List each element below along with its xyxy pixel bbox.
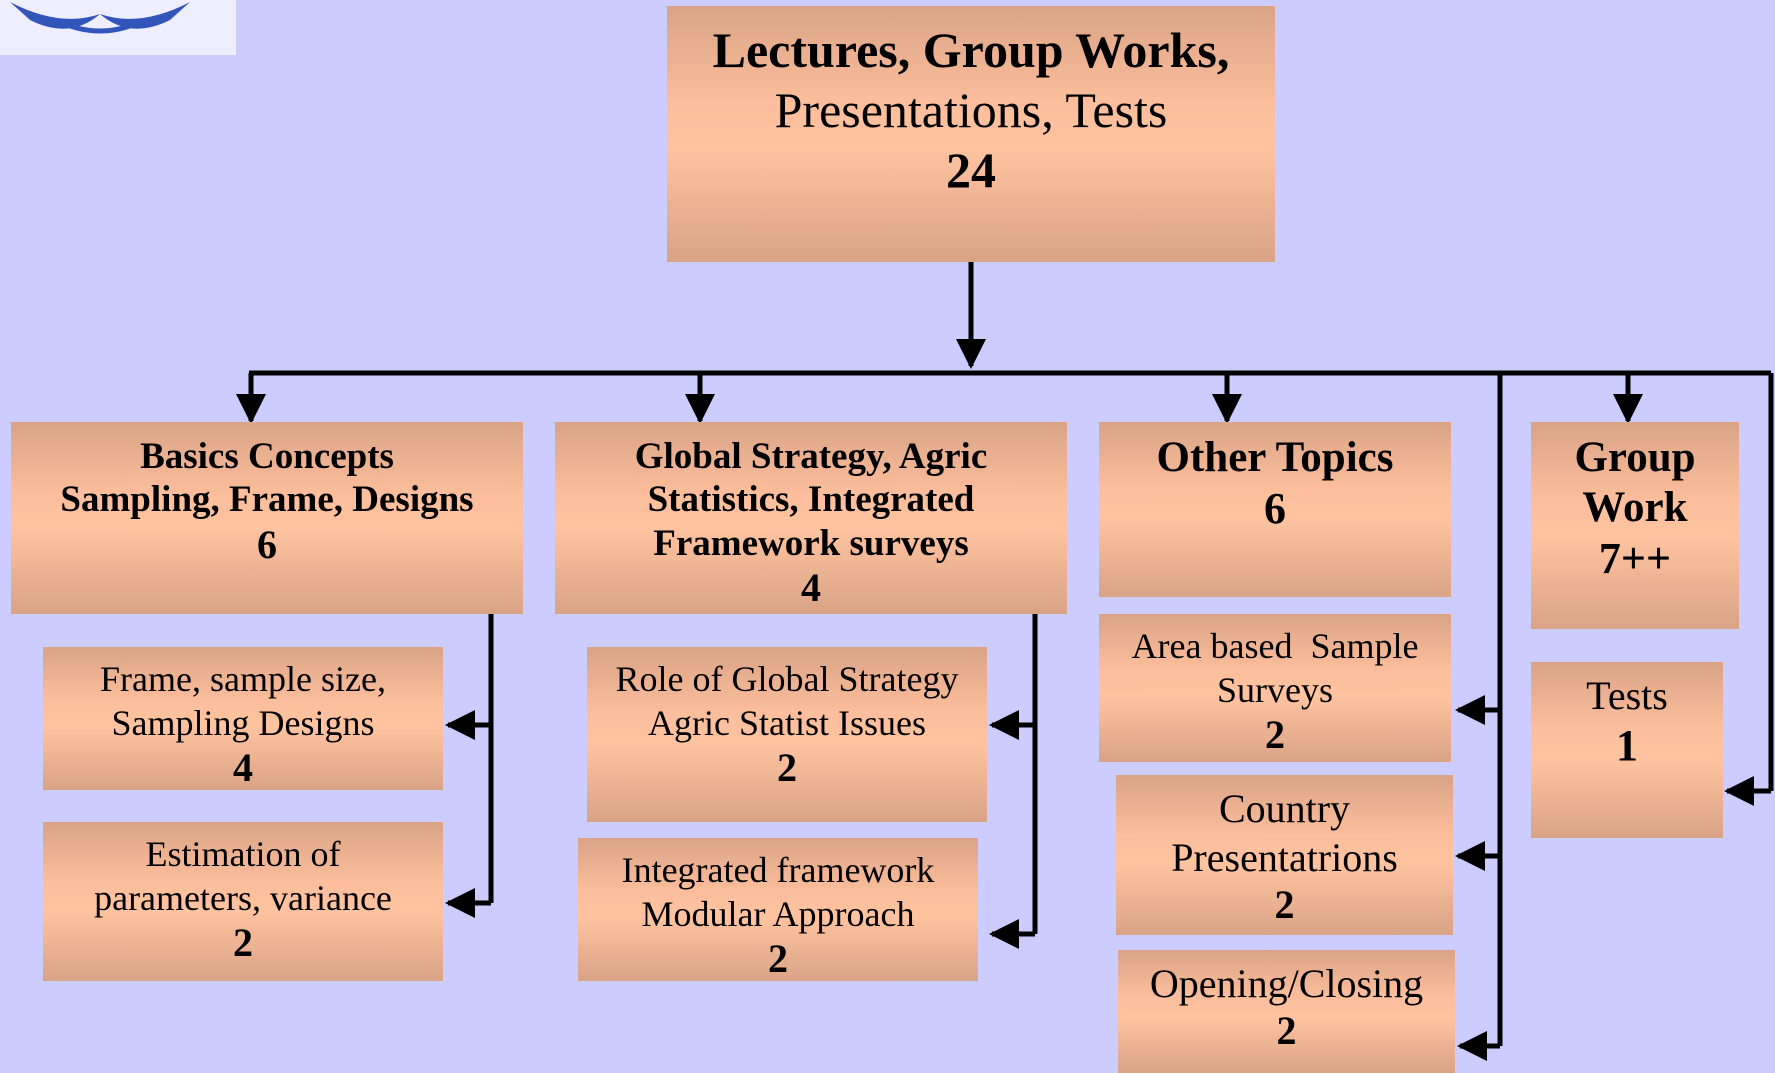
integrated-line1: Integrated framework xyxy=(621,850,935,890)
opening-count: 2 xyxy=(1276,1007,1297,1053)
tests-line1: Tests xyxy=(1586,673,1668,718)
role-line1: Role of Global Strategy xyxy=(615,659,959,699)
country-count: 2 xyxy=(1274,881,1295,927)
country-line1: Country xyxy=(1218,786,1351,831)
basics-count: 6 xyxy=(257,521,277,567)
root-line1: Lectures, Group Works, xyxy=(712,22,1230,78)
opening-line1: Opening/Closing xyxy=(1149,961,1424,1006)
groupwork-line2: Work xyxy=(1582,484,1688,532)
basics-line2: Sampling, Frame, Designs xyxy=(60,479,474,521)
estimation-count: 2 xyxy=(233,919,253,965)
category-groupwork: Group Work 7++ xyxy=(1531,422,1739,629)
subtopic-country: Country Presentatrions 2 xyxy=(1116,775,1453,935)
root-line2: Presentations, Tests xyxy=(774,82,1168,138)
other-line1: Other Topics xyxy=(1156,434,1394,481)
category-other: Other Topics 6 xyxy=(1099,422,1451,597)
root-count: 24 xyxy=(946,142,996,198)
laurel-logo-icon xyxy=(10,2,190,34)
subtopic-area: Area based Sample Surveys 2 xyxy=(1099,614,1451,762)
subtopic-frame: Frame, sample size, Sampling Designs 4 xyxy=(43,647,443,790)
root-node: Lectures, Group Works, Presentations, Te… xyxy=(667,6,1275,262)
logo xyxy=(0,0,236,55)
global-line3: Framework surveys xyxy=(653,522,969,564)
subtopic-role: Role of Global Strategy Agric Statist Is… xyxy=(587,647,987,822)
integrated-line2: Modular Approach xyxy=(641,894,915,935)
global-count: 4 xyxy=(801,565,821,611)
role-count: 2 xyxy=(777,744,797,790)
frame-line1: Frame, sample size, xyxy=(100,659,386,699)
area-count: 2 xyxy=(1265,711,1285,757)
groupwork-count: 7++ xyxy=(1598,534,1672,584)
other-count: 6 xyxy=(1264,484,1286,534)
frame-line2: Sampling Designs xyxy=(111,703,375,744)
subtopic-opening: Opening/Closing 2 xyxy=(1118,950,1455,1073)
global-line2: Statistics, Integrated xyxy=(647,479,975,521)
area-line1: Area based Sample xyxy=(1131,626,1419,666)
subtopic-tests: Tests 1 xyxy=(1531,662,1723,838)
area-line2: Surveys xyxy=(1217,670,1333,711)
basics-line1: Basics Concepts xyxy=(140,436,394,477)
category-basics: Basics Concepts Sampling, Frame, Designs… xyxy=(11,422,523,614)
role-line2: Agric Statist Issues xyxy=(648,703,926,744)
category-global: Global Strategy, Agric Statistics, Integ… xyxy=(555,422,1067,614)
tests-count: 1 xyxy=(1616,720,1638,770)
frame-count: 4 xyxy=(233,744,253,790)
subtopic-integrated: Integrated framework Modular Approach 2 xyxy=(578,838,978,981)
estimation-line2: parameters, variance xyxy=(94,878,392,919)
subtopic-estimation: Estimation of parameters, variance 2 xyxy=(43,822,443,981)
global-line1: Global Strategy, Agric xyxy=(634,436,988,477)
country-line2: Presentatrions xyxy=(1171,834,1398,880)
integrated-count: 2 xyxy=(768,935,788,981)
groupwork-line1: Group xyxy=(1574,434,1696,481)
estimation-line1: Estimation of xyxy=(145,834,341,874)
